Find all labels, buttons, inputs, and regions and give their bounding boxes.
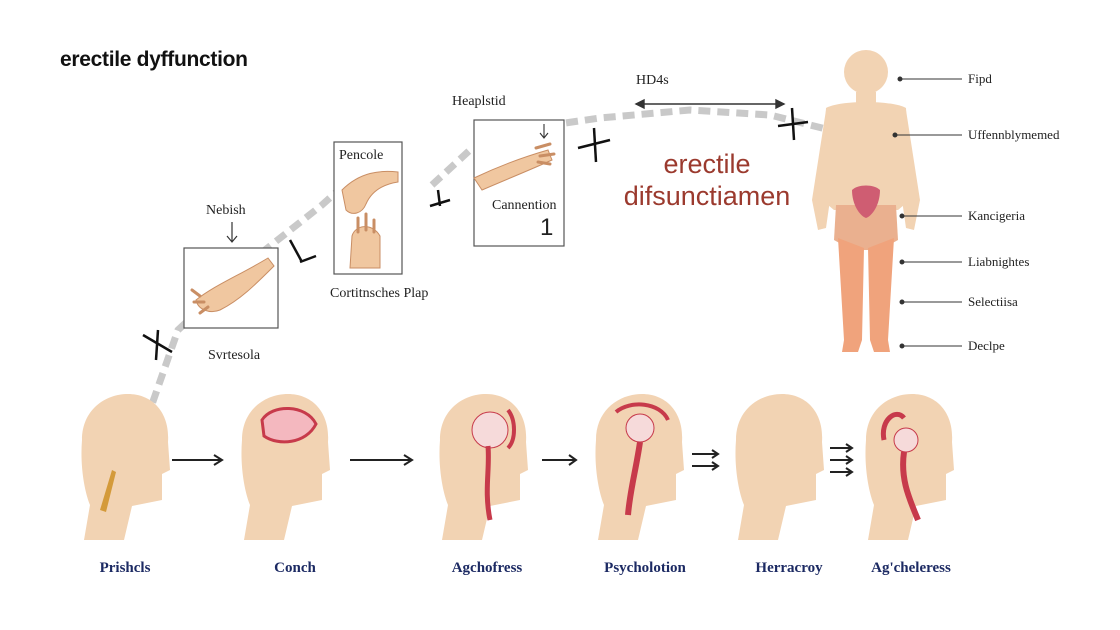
box2-bottom-label: Cortitnsches Plap — [330, 286, 429, 301]
stage-label-2: Conch — [274, 560, 316, 576]
stage-label-5: Herracroy — [755, 560, 823, 576]
cross-marker-1 — [142, 329, 173, 361]
cross-marker-2 — [577, 127, 611, 163]
box3-inside-label: Cannention — [492, 198, 557, 213]
center-text-line2: difsunctiamen — [623, 181, 791, 212]
body-label-6: Declpe — [968, 338, 1005, 353]
t-marker-1 — [288, 239, 317, 264]
box1-bottom-label: Svrtesola — [208, 348, 261, 363]
center-condition-text: erectile difsunctiamen — [612, 148, 802, 213]
head-stage-6 — [865, 394, 954, 540]
head-stage-4 — [595, 394, 684, 540]
hd4s-double-arrow — [634, 98, 786, 110]
arrow-down-1 — [226, 222, 238, 243]
box3-top-label: Heaplstid — [452, 94, 506, 109]
hand-illustration-1 — [190, 257, 275, 315]
hand-illustration-2 — [341, 170, 399, 269]
head-stage-1 — [81, 394, 170, 540]
t-marker-2 — [429, 189, 451, 208]
body-label-2: Uffennblymemed — [968, 127, 1060, 142]
center-text-line1: erectile — [663, 149, 751, 179]
box1-top-label: Nebish — [206, 203, 246, 218]
diagram-title: erectile dyffunction — [60, 48, 248, 71]
body-leader-lines — [892, 76, 962, 349]
stage-label-6: Ag'cheleress — [871, 560, 951, 576]
body-label-3: Kancigeria — [968, 208, 1026, 223]
stage-arrows — [172, 443, 854, 477]
arrow-down-3 — [539, 124, 549, 139]
human-body-figure — [812, 50, 920, 352]
head-stage-2 — [241, 394, 330, 540]
stage-label-4: Psycholotion — [604, 560, 686, 576]
stage-label-3: Agchofress — [451, 560, 523, 576]
box3-number: 1 — [540, 214, 554, 241]
body-label-1: Fipd — [968, 71, 992, 86]
body-label-5: Selectiisa — [968, 294, 1018, 309]
hd4s-label: HD4s — [636, 73, 669, 88]
hand-illustration-3 — [473, 142, 556, 191]
body-label-4: Liabnightes — [968, 254, 1030, 269]
stage-label-1: Prishcls — [99, 560, 151, 576]
head-stage-3 — [439, 394, 528, 540]
cross-marker-3 — [777, 107, 809, 141]
head-stage-5 — [735, 394, 824, 540]
box2-inside-label: Pencole — [339, 148, 384, 163]
